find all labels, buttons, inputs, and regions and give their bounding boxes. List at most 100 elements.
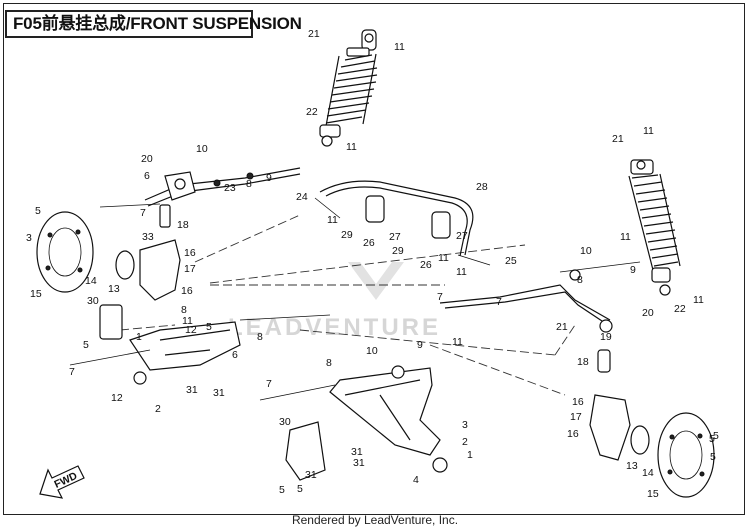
callout-19: 19 xyxy=(600,331,612,343)
callout-5: 5 xyxy=(35,205,41,217)
callout-8: 8 xyxy=(577,274,583,286)
callout-31: 31 xyxy=(353,457,365,469)
callout-7: 7 xyxy=(69,366,75,378)
callout-8: 8 xyxy=(257,331,263,343)
callout-9: 9 xyxy=(266,172,272,184)
callout-20: 20 xyxy=(141,153,153,165)
callout-17: 17 xyxy=(570,411,582,423)
upper-a-arm-right xyxy=(439,261,641,333)
callout-9: 9 xyxy=(630,264,636,276)
callout-15: 15 xyxy=(30,288,42,300)
callout-27: 27 xyxy=(389,231,401,243)
callout-31: 31 xyxy=(351,446,363,458)
watermark-logo xyxy=(348,262,404,300)
callout-16: 16 xyxy=(184,247,196,259)
callout-12: 12 xyxy=(111,392,123,404)
callout-29: 29 xyxy=(392,245,404,257)
callout-22: 22 xyxy=(306,106,318,118)
callout-11: 11 xyxy=(394,41,405,53)
callout-1: 1 xyxy=(467,449,473,461)
callout-2: 2 xyxy=(462,436,468,448)
fwd-label: FWD xyxy=(52,470,79,491)
callout-11: 11 xyxy=(327,214,338,226)
callout-11: 11 xyxy=(182,315,193,327)
callout-21: 21 xyxy=(556,321,568,333)
callout-5: 5 xyxy=(297,483,303,495)
callout-11: 11 xyxy=(456,266,467,278)
callout-16: 16 xyxy=(181,285,193,297)
callout-8: 8 xyxy=(326,357,332,369)
callout-16: 16 xyxy=(567,428,579,440)
callout-11: 11 xyxy=(643,125,654,137)
callout-25: 25 xyxy=(505,255,517,267)
lower-a-arm-center xyxy=(259,365,448,481)
callout-7: 7 xyxy=(496,296,502,308)
callout-14: 14 xyxy=(85,275,97,287)
stabilizer-bar xyxy=(314,180,491,266)
right-knuckle-and-brake-disc xyxy=(589,349,715,498)
callout-17: 17 xyxy=(184,263,196,275)
callout-5: 5 xyxy=(206,321,212,333)
callout-20: 20 xyxy=(642,307,654,319)
callout-9: 9 xyxy=(417,339,423,351)
callout-4: 4 xyxy=(413,474,419,486)
callout-24: 24 xyxy=(296,191,308,203)
callout-18: 18 xyxy=(577,356,589,368)
callout-14: 14 xyxy=(642,467,654,479)
callout-31: 31 xyxy=(305,469,317,481)
callout-1: 1 xyxy=(136,331,142,343)
callout-21: 21 xyxy=(308,28,320,40)
callout-26: 26 xyxy=(363,237,375,249)
callout-7: 7 xyxy=(266,378,272,390)
callout-23: 23 xyxy=(224,182,236,194)
callout-5: 5 xyxy=(279,484,285,496)
callout-22: 22 xyxy=(674,303,686,315)
callout-3: 3 xyxy=(26,232,32,244)
callout-11: 11 xyxy=(693,294,704,306)
callout-10: 10 xyxy=(580,245,592,257)
callout-26: 26 xyxy=(420,259,432,271)
callout-11: 11 xyxy=(438,252,449,264)
callout-5: 5 xyxy=(83,339,89,351)
callout-33: 33 xyxy=(142,231,154,243)
footer-credit: Rendered by LeadVenture, Inc. xyxy=(291,513,459,527)
callout-29: 29 xyxy=(341,229,353,241)
callout-21: 21 xyxy=(612,133,624,145)
callout-13: 13 xyxy=(626,460,638,472)
drawing-frame xyxy=(3,3,745,515)
callout-6: 6 xyxy=(232,349,238,361)
callout-27: 27 xyxy=(456,230,468,242)
callout-13: 13 xyxy=(108,283,120,295)
callout-10: 10 xyxy=(196,143,208,155)
callout-31: 31 xyxy=(186,384,198,396)
callout-16: 16 xyxy=(572,396,584,408)
callout-12: 12 xyxy=(185,324,197,336)
callout-11: 11 xyxy=(346,141,357,153)
callout-6: 6 xyxy=(144,170,150,182)
callout-30: 30 xyxy=(87,295,99,307)
callout-11: 11 xyxy=(452,336,463,348)
callout-2: 2 xyxy=(155,403,161,415)
callout-7: 7 xyxy=(437,291,443,303)
alignment-lines xyxy=(119,214,576,396)
upper-a-arm-left xyxy=(99,167,301,208)
callout-7: 7 xyxy=(140,207,146,219)
callout-30: 30 xyxy=(279,416,291,428)
front-shock-absorber-upper xyxy=(319,29,378,147)
callout-8: 8 xyxy=(181,304,187,316)
diagram-title: F05前悬挂总成/FRONT SUSPENSION xyxy=(5,10,302,38)
lower-a-arm-left xyxy=(69,304,331,385)
callout-5: 5 xyxy=(710,451,716,463)
callout-5: 5 xyxy=(713,430,719,442)
callout-28: 28 xyxy=(476,181,488,193)
callout-3: 3 xyxy=(462,419,468,431)
left-knuckle-and-brake-disc xyxy=(36,204,181,301)
callout-11: 11 xyxy=(620,231,631,243)
callout-18: 18 xyxy=(177,219,189,231)
forward-direction-arrow: FWD xyxy=(39,465,85,499)
callout-10: 10 xyxy=(366,345,378,357)
callout-15: 15 xyxy=(647,488,659,500)
callout-5: 5 xyxy=(709,433,715,445)
